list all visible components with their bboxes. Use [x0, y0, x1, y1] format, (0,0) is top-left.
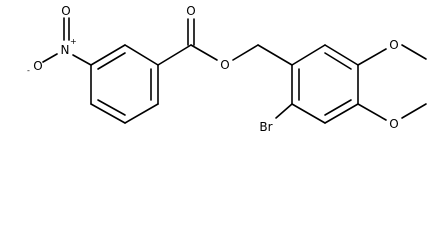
bonds — [42, 17, 427, 124]
bond-ring1-d — [124, 103, 159, 124]
nitro-n-charge: + — [70, 37, 77, 46]
methoxy-o-upper-label: O — [389, 38, 398, 52]
bond-ring-o-lower — [357, 103, 387, 121]
bond-ring1-b — [124, 44, 159, 66]
bond-ring1-e — [90, 103, 126, 124]
ester-o-label: O — [220, 58, 229, 72]
bond-o-n-nitro — [42, 53, 58, 63]
bond-ring1-inner-c — [97, 99, 126, 116]
nitro-o-minus-label: O — [33, 59, 42, 73]
molecule-structure: O - N + O O O Br O O — [27, 4, 427, 134]
bond-o-me-lower — [401, 103, 427, 119]
bond-ring1-a — [90, 44, 126, 66]
bond-ring-o-upper — [357, 48, 387, 66]
bond-o-me-upper — [401, 44, 427, 60]
bond-ring2-d — [324, 103, 359, 124]
bond-ring-carbonyl — [157, 44, 192, 66]
bromine-label: Br — [259, 120, 272, 134]
bond-ring-br — [275, 103, 293, 119]
bond-ring2-e — [291, 103, 326, 124]
bond-ring2-a — [291, 44, 326, 66]
nitro-n-label: N — [61, 43, 70, 57]
bond-ch2-ring — [257, 44, 293, 66]
bond-c-o-ester — [190, 44, 218, 61]
bond-n-ring — [72, 54, 92, 66]
bond-ring2-inner-b — [324, 52, 352, 70]
nitro-o-top-label: O — [61, 4, 70, 18]
bond-o-ch2 — [232, 44, 259, 61]
bond-ring2-inner-c — [324, 99, 352, 116]
bond-ring2-b — [324, 44, 359, 66]
atom-labels: O - N + O O O Br O O — [27, 4, 399, 134]
bond-ring1-inner-a — [97, 52, 126, 70]
methoxy-o-lower-label: O — [389, 117, 398, 131]
nitro-o-minus-charge: - — [27, 66, 30, 75]
carbonyl-o-label: O — [186, 4, 195, 18]
structure-canvas: O - N + O O O Br O O — [27, 4, 427, 134]
